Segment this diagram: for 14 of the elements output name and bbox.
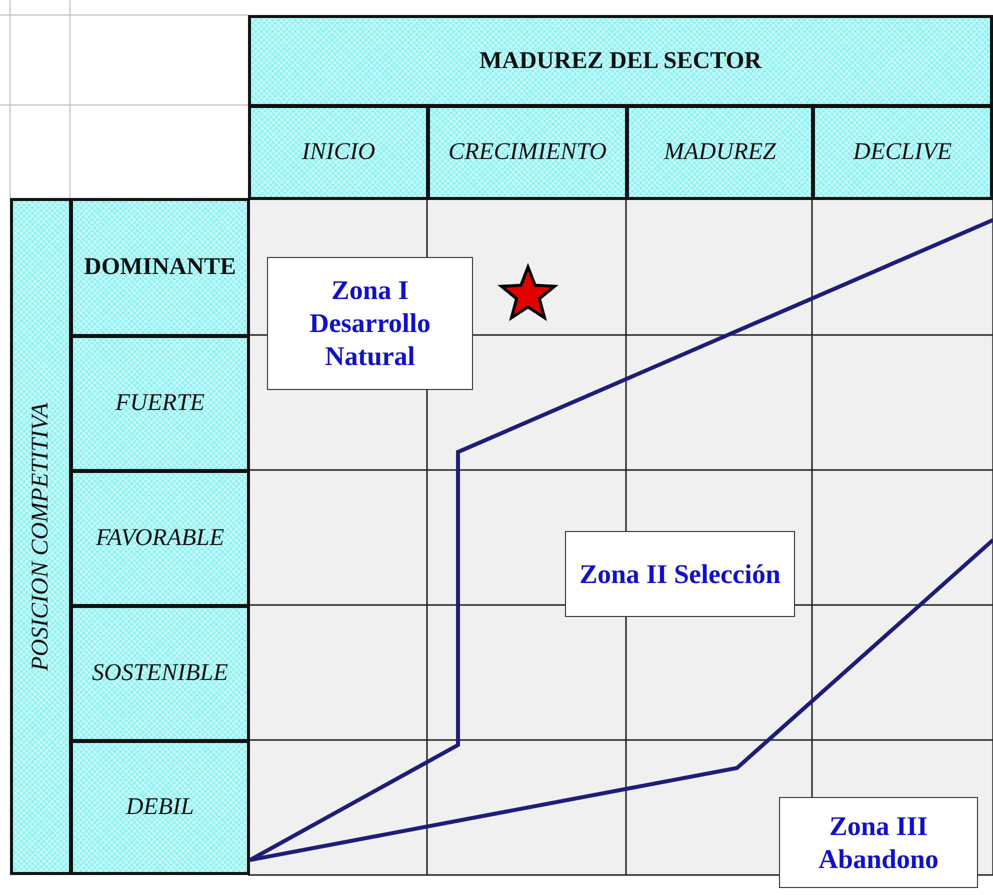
row-header: FUERTE bbox=[70, 335, 250, 472]
zone-box: Zona III Abandono bbox=[779, 797, 978, 888]
column-header: CRECIMIENTO bbox=[427, 105, 628, 200]
column-header: INICIO bbox=[248, 105, 429, 200]
competitive-position-header: POSICION COMPETITIVA bbox=[10, 198, 72, 875]
zone-box: Zona II Selección bbox=[565, 531, 795, 617]
row-header: FAVORABLE bbox=[70, 470, 250, 607]
zone-box: Zona I Desarrollo Natural bbox=[267, 257, 473, 390]
sector-maturity-header: MADUREZ DEL SECTOR bbox=[248, 15, 993, 107]
row-header: SOSTENIBLE bbox=[70, 605, 250, 742]
row-header: DEBIL bbox=[70, 740, 250, 875]
row-header: DOMINANTE bbox=[70, 198, 250, 337]
column-header: DECLIVE bbox=[812, 105, 993, 200]
column-header: MADUREZ bbox=[626, 105, 814, 200]
